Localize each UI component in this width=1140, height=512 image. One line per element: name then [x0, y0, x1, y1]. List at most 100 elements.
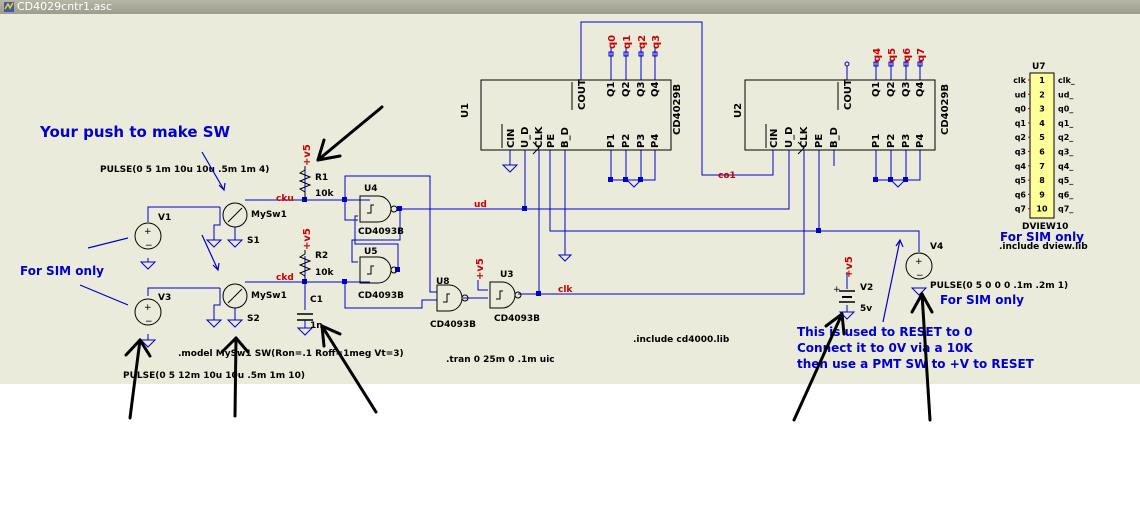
net-label-q0: q0	[607, 35, 618, 49]
u2-pin-p2: P2	[886, 134, 897, 148]
switch-s1[interactable]: MySw1 S1	[213, 202, 287, 246]
arrow-icon	[220, 336, 250, 418]
u7-right-label: q1_	[1058, 119, 1073, 128]
u1-pin-q1: Q1	[606, 81, 617, 97]
u1-pin-cin: CIN	[506, 129, 517, 148]
svg-text:−: −	[916, 271, 924, 281]
u1-ref: U1	[460, 103, 471, 118]
net-label-q1: q1	[622, 35, 633, 49]
gate-u8[interactable]: U8 CD4093B	[430, 277, 476, 330]
u1-type: CD4029B	[672, 84, 683, 135]
u1-pin-q3: Q3	[636, 81, 647, 97]
gate-u4[interactable]: U4 CD4093B	[358, 184, 404, 237]
model-directive: .model MySw1 SW(Ron=.1 Roff=1meg Vt=3)	[178, 349, 404, 359]
svg-text:+: +	[144, 227, 152, 237]
u7-type: DVIEW10	[1022, 222, 1068, 232]
vplus-u3: +v5	[475, 258, 486, 280]
u7-left-label: q1	[1015, 119, 1027, 128]
u1-pin-q4: Q4	[650, 81, 661, 97]
resistor-r1[interactable]: R1 10k	[298, 166, 335, 200]
q-net-labels: q0 q1 q2 q3 q4 q5 q6 q7	[607, 35, 927, 62]
u7-pin-number: 6	[1039, 148, 1045, 157]
r1-value: 10k	[315, 189, 335, 199]
u7-right-label: q2_	[1058, 133, 1073, 142]
u1-pin-clk: CLK	[534, 125, 545, 148]
vplus-r1: +v5	[302, 144, 313, 166]
switch-s2[interactable]: MySw1 S2	[213, 283, 287, 324]
vplus-flags: +v5 +v5 +v5 +v5	[302, 144, 855, 280]
u7-right-label: q7_	[1058, 205, 1073, 214]
u2-pin-q1: Q1	[871, 81, 882, 97]
u8-type: CD4093B	[430, 320, 476, 330]
u4-type: CD4093B	[358, 227, 404, 237]
net-label-clk: clk	[558, 285, 573, 295]
v3-ref: V3	[158, 293, 171, 303]
battery-v2[interactable]: + V2 5v	[833, 283, 873, 314]
svg-text:+: +	[144, 303, 152, 313]
note-reset-line-2: Connect it to 0V via a 10K	[797, 341, 973, 355]
include-cd4000: .include cd4000.lib	[633, 335, 730, 345]
u1-pin-p4: P4	[650, 134, 661, 148]
r2-value: 10k	[315, 268, 335, 278]
u5-type: CD4093B	[358, 291, 404, 301]
r1-ref: R1	[315, 173, 328, 183]
u7-left-label: q4	[1015, 162, 1027, 171]
u4-ref: U4	[364, 184, 378, 194]
v1-ref: V1	[158, 213, 171, 223]
voltage-source-v1[interactable]: +− V1	[134, 213, 171, 251]
u8-ref: U8	[436, 277, 450, 287]
u2-pin-q2: Q2	[886, 81, 897, 97]
u7-pin-number: 7	[1039, 162, 1045, 171]
pulse-v4: PULSE(0 5 0 0 0 .1m .2m 1)	[930, 281, 1068, 291]
s2-model: MySw1	[251, 291, 287, 301]
voltage-source-v3[interactable]: + − V3	[134, 293, 171, 327]
gate-u5[interactable]: U5 CD4093B	[358, 247, 404, 301]
note-reset-line-1: This is used to RESET to 0	[797, 325, 973, 339]
note-pointer-lines	[79, 151, 904, 323]
u2-pin-q3: Q3	[901, 81, 912, 97]
net-label-co1: co1	[718, 171, 736, 181]
ic-u2[interactable]: U2 CD4029B COUT Q1 Q2 Q3 Q4 CIN U_D CLK …	[733, 61, 951, 155]
u1-pin-q2: Q2	[621, 81, 632, 97]
schematic-drawing: U1 CD4029B COUT Q1 Q2 Q3 Q4 CIN U_D CLK …	[20, 21, 1088, 381]
svg-text:−: −	[145, 317, 153, 327]
u3-type: CD4093B	[494, 314, 540, 324]
u2-pin-q4: Q4	[915, 81, 926, 97]
u7-ref: U7	[1032, 62, 1046, 72]
u2-pin-cin: CIN	[769, 129, 780, 148]
r2-ref: R2	[315, 251, 328, 261]
s1-model: MySw1	[251, 210, 287, 220]
arrow-icon	[316, 105, 384, 162]
net-label-q6: q6	[902, 48, 913, 62]
u3-ref: U3	[500, 270, 514, 280]
voltage-source-v4[interactable]: + − V4	[905, 242, 943, 281]
s2-ref: S2	[247, 314, 260, 324]
gate-u3[interactable]: U3 CD4093B	[489, 270, 540, 324]
note-sim-only-v4: For SIM only	[940, 293, 1024, 307]
svg-text:+: +	[915, 257, 923, 267]
window-title-bar[interactable]: CD4029cntr1.asc	[0, 0, 1140, 14]
ic-u1[interactable]: U1 CD4029B COUT Q1 Q2 Q3 Q4 CIN U_D CLK …	[460, 79, 683, 155]
u7-right-label: q3_	[1058, 148, 1073, 157]
u2-pin-ud: U_D	[784, 127, 795, 148]
u2-pin-cout: COUT	[843, 79, 854, 110]
u2-pin-pe: PE	[814, 134, 825, 148]
net-label-q3: q3	[651, 35, 662, 49]
schematic-canvas[interactable]: U1 CD4029B COUT Q1 Q2 Q3 Q4 CIN U_D CLK …	[0, 14, 1140, 384]
window-title: CD4029cntr1.asc	[17, 0, 113, 13]
u7-pin-number: 8	[1039, 176, 1045, 185]
net-label-cku: cku	[276, 194, 294, 204]
v4-ref: V4	[930, 242, 943, 252]
pulse-v3: PULSE(0 5 12m 10u 10u .5m 1m 10)	[123, 371, 305, 381]
u7-right-label: q5_	[1058, 176, 1073, 185]
resistor-r2[interactable]: R2 10k	[298, 250, 335, 282]
capacitor-c1[interactable]: C1 1n	[297, 295, 323, 331]
